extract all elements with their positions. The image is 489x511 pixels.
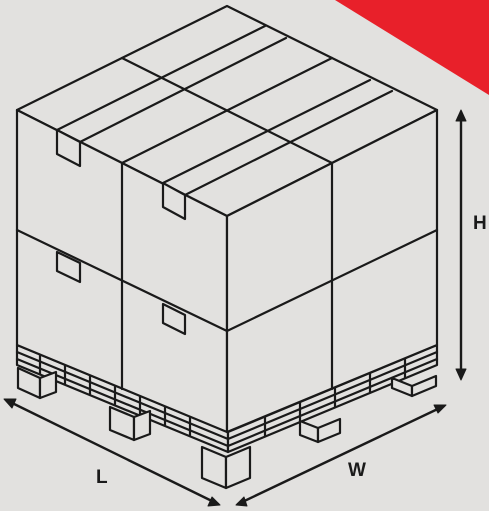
tape-tab: [161, 181, 187, 221]
pallet-block-middle-front: [108, 405, 152, 442]
pallet-block-middle-right: [298, 417, 342, 444]
dimension-arrows: [4, 110, 463, 506]
pallet-block-right-front: [390, 374, 438, 398]
height-label: H: [473, 213, 487, 234]
pallet: [15, 343, 439, 490]
tape-tab: [55, 250, 82, 284]
length-label: L: [96, 467, 108, 488]
width-arrow: [236, 404, 446, 506]
pallet-block-left-front: [16, 366, 58, 400]
pallet-block-center-front: [200, 445, 252, 490]
box-stack: [15, 4, 439, 434]
tape-tab: [161, 302, 187, 336]
corner-accent: [335, 0, 489, 95]
tape-strips: [55, 24, 394, 197]
width-label: W: [348, 460, 366, 481]
arrow-heads: [3, 109, 467, 507]
tape-tab: [55, 128, 82, 168]
length-arrow: [4, 398, 220, 506]
